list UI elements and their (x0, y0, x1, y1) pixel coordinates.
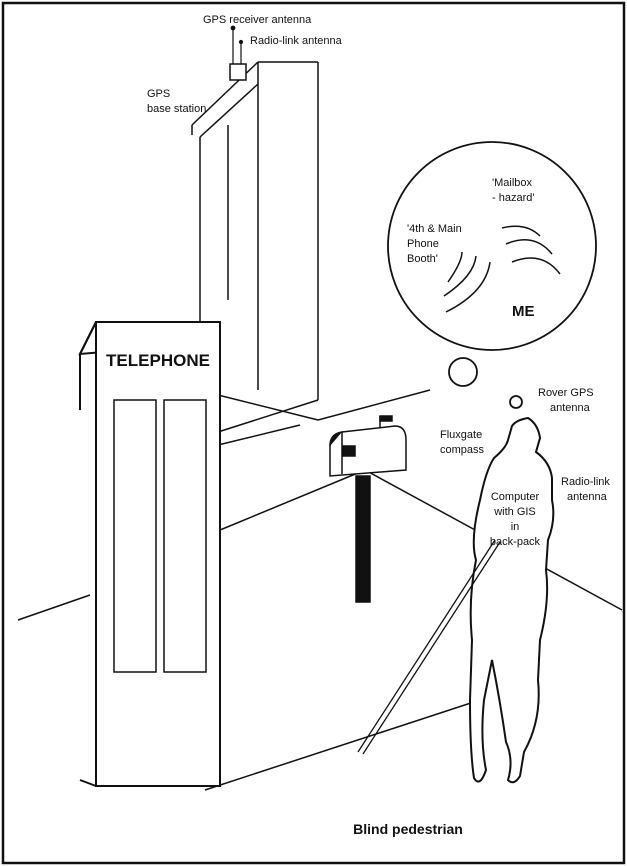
label-computer-line4: back-pack (490, 536, 541, 548)
telephone-booth (80, 322, 220, 786)
telephone-sign: TELEPHONE (106, 351, 210, 370)
label-mailbox-hazard-line1: 'Mailbox (492, 177, 533, 189)
label-gps-receiver-antenna: GPS receiver antenna (203, 14, 312, 26)
label-computer-line1: Computer (491, 491, 540, 503)
label-computer-line2: with GIS (493, 506, 536, 518)
rooftop-antennas (231, 26, 242, 64)
label-radio-link-antenna-top: Radio-link antenna (250, 35, 343, 47)
label-gps-base-station-line2: base station (147, 103, 206, 115)
label-me: ME (512, 303, 535, 320)
label-gps-base-station-line1: GPS (147, 88, 170, 100)
label-phone-booth-line2: Phone (407, 238, 439, 250)
figure-caption: Blind pedestrian (353, 821, 463, 837)
label-computer-line3: in (511, 521, 520, 533)
blind-pedestrian (470, 418, 553, 782)
label-radio-link-right-line1: Radio-link (561, 476, 610, 488)
label-fluxgate-line1: Fluxgate (440, 429, 482, 441)
label-radio-link-right-line2: antenna (567, 491, 608, 503)
mailbox (330, 416, 406, 602)
label-rover-gps-line1: Rover GPS (538, 387, 594, 399)
label-rover-gps-line2: antenna (550, 402, 591, 414)
label-mailbox-hazard-line2: - hazard' (492, 192, 534, 204)
label-phone-booth-line3: Booth' (407, 253, 438, 265)
label-phone-booth-line1: '4th & Main (407, 223, 462, 235)
label-fluxgate-line2: compass (440, 444, 485, 456)
